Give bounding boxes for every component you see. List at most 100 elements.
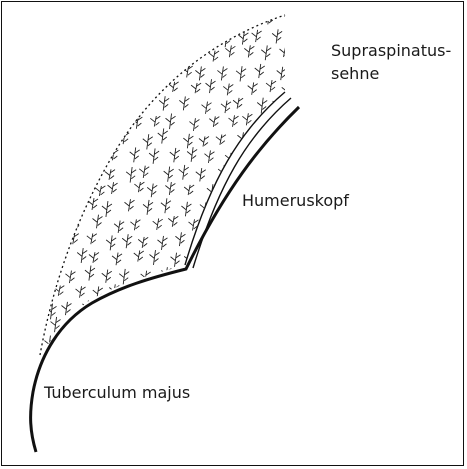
fiber-mark — [168, 81, 179, 93]
fiber-mark — [270, 168, 281, 183]
fiber-mark — [124, 199, 135, 212]
fiber-mark — [257, 300, 269, 316]
fiber-mark — [244, 316, 255, 330]
fiber-mark — [128, 287, 139, 299]
fiber-mark — [118, 334, 130, 346]
fiber-mark — [40, 286, 44, 300]
fiber-mark — [293, 304, 303, 318]
fiber-mark — [48, 232, 59, 247]
fiber-mark — [182, 64, 193, 78]
fiber-mark — [196, 30, 207, 47]
fiber-mark — [118, 62, 130, 75]
fiber-mark — [276, 66, 285, 81]
fiber-mark — [232, 303, 244, 320]
fiber-mark — [85, 65, 97, 78]
fiber-mark — [220, 100, 232, 114]
fiber-mark — [88, 252, 100, 263]
fiber-mark — [282, 251, 285, 263]
fiber-mark — [217, 66, 228, 81]
fiber-mark — [87, 96, 98, 109]
tendon-fiber-pattern — [25, 15, 313, 353]
fiber-mark — [177, 304, 188, 316]
fiber-mark — [121, 234, 133, 249]
fiber-mark — [67, 98, 78, 112]
fiber-mark — [283, 147, 285, 161]
fiber-mark — [283, 221, 285, 232]
fiber-mark — [134, 181, 145, 193]
fiber-mark — [54, 285, 65, 296]
fiber-mark — [25, 98, 35, 111]
fiber-mark — [53, 43, 65, 60]
fiber-mark — [303, 147, 313, 159]
fiber-mark — [95, 320, 107, 336]
fiber-mark — [86, 233, 98, 245]
fiber-mark — [242, 113, 253, 126]
fiber-mark — [221, 318, 233, 330]
fiber-mark — [64, 338, 76, 353]
fiber-mark — [239, 267, 251, 279]
fiber-mark — [118, 131, 130, 145]
fiber-mark — [198, 136, 210, 147]
fiber-mark — [184, 15, 195, 28]
fiber-mark — [101, 269, 112, 283]
fiber-mark — [139, 61, 151, 76]
fiber-mark — [146, 183, 158, 198]
fiber-mark — [128, 15, 139, 27]
fiber-mark — [232, 97, 244, 109]
fiber-mark — [107, 182, 118, 195]
fiber-mark — [188, 219, 199, 231]
fiber-mark — [84, 265, 96, 281]
fiber-mark — [54, 112, 66, 127]
fiber-mark — [152, 218, 163, 231]
fiber-mark — [106, 334, 118, 349]
fiber-mark — [175, 232, 186, 247]
fiber-mark — [281, 83, 285, 98]
fiber-mark — [177, 32, 188, 44]
fiber-mark — [40, 117, 48, 130]
fiber-mark — [215, 134, 227, 145]
fiber-mark — [138, 165, 150, 179]
fiber-mark — [298, 17, 308, 28]
fiber-mark — [111, 252, 123, 266]
fiber-mark — [40, 31, 41, 43]
fiber-mark — [50, 316, 61, 333]
fiber-mark — [102, 60, 113, 77]
fiber-mark — [134, 83, 145, 95]
fiber-mark — [189, 118, 200, 131]
fiber-mark — [279, 46, 285, 58]
fiber-mark — [189, 321, 200, 333]
fiber-mark — [179, 96, 190, 111]
fiber-mark — [149, 250, 160, 265]
fiber-mark — [57, 250, 68, 262]
fiber-mark — [69, 15, 81, 30]
fiber-mark — [95, 185, 106, 197]
fiber-mark — [200, 301, 211, 317]
fiber-mark — [44, 96, 56, 108]
fiber-mark — [164, 316, 176, 330]
fiber-mark — [238, 31, 249, 45]
fiber-mark — [104, 303, 115, 315]
fiber-mark — [80, 168, 91, 182]
fiber-mark — [263, 249, 275, 265]
fiber-mark — [186, 287, 198, 300]
fiber-mark — [183, 184, 195, 196]
fiber-mark — [210, 283, 221, 300]
fiber-mark — [273, 334, 284, 347]
fiber-mark — [123, 306, 134, 317]
fiber-mark — [26, 164, 36, 177]
fiber-mark — [291, 131, 301, 143]
fiber-mark — [225, 45, 236, 58]
fiber-mark — [142, 134, 154, 150]
fiber-mark — [52, 15, 63, 27]
fiber-mark — [113, 321, 125, 334]
fiber-mark — [299, 250, 309, 264]
fiber-mark — [108, 149, 119, 161]
fiber-mark — [40, 234, 42, 245]
fiber-mark — [190, 82, 202, 94]
fiber-mark — [87, 197, 99, 211]
fiber-mark — [220, 303, 231, 314]
fiber-mark — [295, 267, 305, 279]
fiber-mark — [246, 249, 257, 262]
